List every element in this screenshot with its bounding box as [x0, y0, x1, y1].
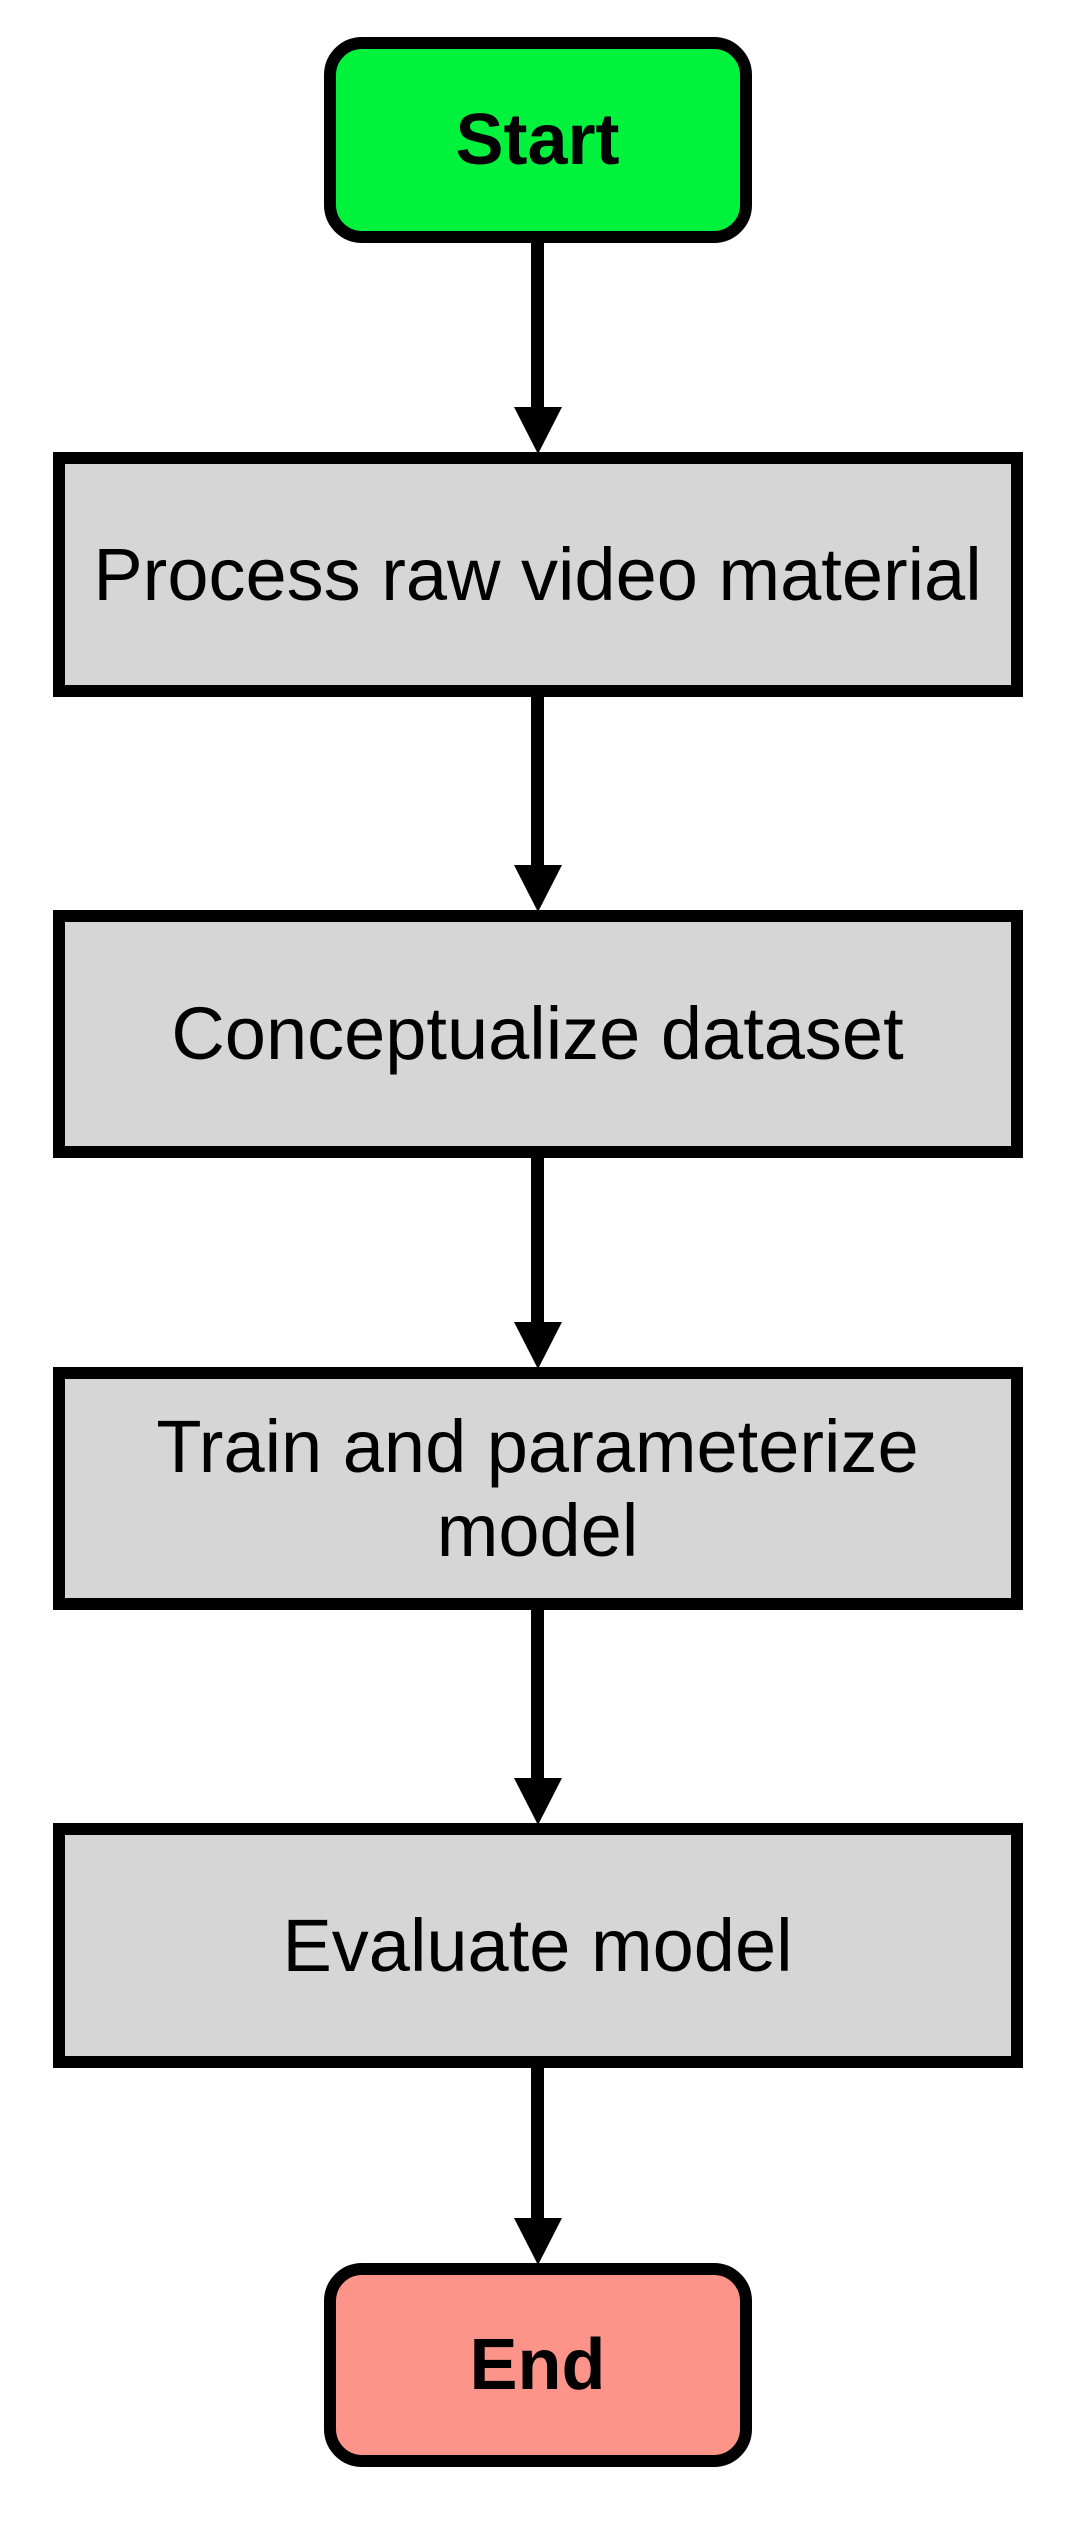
- node-start: Start: [323, 37, 752, 243]
- arrow-head-icon: [513, 2218, 562, 2265]
- arrow-stem: [531, 1156, 544, 1322]
- arrow-stem: [531, 241, 544, 407]
- arrow-evaluate-to-end: [513, 2066, 562, 2265]
- node-train: Train and parameterize model: [52, 1367, 1023, 1610]
- node-start-label: Start: [455, 100, 620, 180]
- node-conceptualize: Conceptualize dataset: [52, 910, 1023, 1158]
- node-train-label: Train and parameterize model: [156, 1404, 919, 1572]
- arrow-head-icon: [513, 865, 562, 912]
- arrow-stem: [531, 1608, 544, 1778]
- node-process-video: Process raw video material: [52, 452, 1023, 697]
- arrow-head-icon: [513, 407, 562, 454]
- arrow-stem: [531, 2066, 544, 2218]
- node-evaluate-label: Evaluate model: [282, 1903, 793, 1987]
- arrow-stem: [531, 695, 544, 865]
- arrow-start-to-process-video: [513, 241, 562, 454]
- node-evaluate: Evaluate model: [52, 1823, 1023, 2068]
- arrow-head-icon: [513, 1322, 562, 1369]
- arrow-head-icon: [513, 1778, 562, 1825]
- node-end-label: End: [469, 2325, 606, 2405]
- arrow-conceptualize-to-train: [513, 1156, 562, 1369]
- arrow-train-to-evaluate: [513, 1608, 562, 1825]
- node-process-video-label: Process raw video material: [93, 532, 982, 616]
- arrow-process-video-to-conceptualize: [513, 695, 562, 912]
- node-end: End: [323, 2263, 752, 2467]
- node-conceptualize-label: Conceptualize dataset: [171, 992, 904, 1076]
